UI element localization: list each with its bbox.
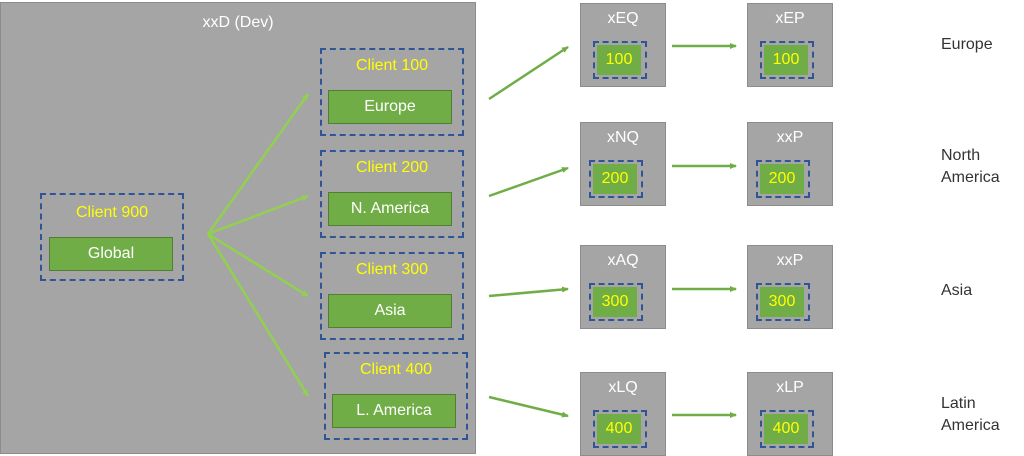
region-label-europe: Europe <box>941 34 993 56</box>
qa-system-title: xNQ <box>607 129 639 146</box>
prod-system-xxp-2: xxP 300 <box>747 245 833 329</box>
qa-client-group: 400 <box>593 410 647 448</box>
prod-system-xxp: xxP 200 <box>747 122 833 206</box>
client-900-label: Client 900 <box>75 204 149 221</box>
prod-client-value: 300 <box>760 287 804 317</box>
qa-client-group: 300 <box>589 283 643 321</box>
prod-system-title: xxP <box>776 252 804 269</box>
client-200-group: Client 200 N. America <box>320 150 464 238</box>
prod-client-group: 400 <box>760 410 814 448</box>
region-line-1: Latin <box>941 395 976 412</box>
qa-system-xeq: xEQ 100 <box>580 3 666 87</box>
client-400-group: Client 400 L. America <box>324 352 468 440</box>
prod-client-group: 100 <box>760 41 814 79</box>
region-line-1: Europe <box>941 36 993 53</box>
arrow-client-200-to-xnq <box>488 166 569 198</box>
qa-client-value: 300 <box>593 287 637 317</box>
global-client-box: Global <box>49 237 173 271</box>
prod-system-title: xEP <box>775 10 805 27</box>
qa-client-group: 100 <box>593 41 647 79</box>
region-label-asia: Asia <box>941 280 972 302</box>
region-line-1: North <box>941 147 981 164</box>
client-400-label: Client 400 <box>359 361 433 378</box>
client-europe-box: Europe <box>328 90 452 124</box>
qa-system-title: xEQ <box>607 10 639 27</box>
qa-system-title: xLQ <box>608 379 638 396</box>
prod-client-group: 200 <box>756 160 810 198</box>
prod-client-group: 300 <box>756 283 810 321</box>
qa-client-value: 200 <box>593 164 637 194</box>
client-200-label: Client 200 <box>355 159 429 176</box>
dev-system-title: xxD (Dev) <box>202 14 274 31</box>
client-l-america-box: L. America <box>332 394 456 428</box>
arrow-client-400-to-xlq <box>488 395 569 418</box>
prod-system-xlp: xLP 400 <box>747 372 833 456</box>
qa-system-xaq: xAQ 300 <box>580 245 666 329</box>
prod-system-title: xLP <box>776 379 804 396</box>
client-300-label: Client 300 <box>355 261 429 278</box>
client-300-group: Client 300 Asia <box>320 252 464 340</box>
client-900-group: Client 900 Global <box>40 193 184 281</box>
arrow-client-100-to-xeq <box>488 45 569 101</box>
prod-client-value: 400 <box>764 414 808 444</box>
client-100-group: Client 100 Europe <box>320 48 464 136</box>
arrow-client-300-to-xaq <box>488 286 569 298</box>
qa-system-xnq: xNQ 200 <box>580 122 666 206</box>
qa-client-group: 200 <box>589 160 643 198</box>
client-100-label: Client 100 <box>355 57 429 74</box>
prod-system-xep: xEP 100 <box>747 3 833 87</box>
region-label-north-america: North America <box>941 145 1000 189</box>
client-asia-box: Asia <box>328 294 452 328</box>
prod-client-value: 100 <box>764 45 808 75</box>
region-line-2: America <box>941 417 1000 434</box>
qa-client-value: 400 <box>597 414 641 444</box>
prod-client-value: 200 <box>760 164 804 194</box>
region-label-latin-america: Latin America <box>941 393 1000 437</box>
prod-system-title: xxP <box>776 129 804 146</box>
client-n-america-box: N. America <box>328 192 452 226</box>
qa-system-xlq: xLQ 400 <box>580 372 666 456</box>
qa-client-value: 100 <box>597 45 641 75</box>
region-line-1: Asia <box>941 282 973 299</box>
qa-system-title: xAQ <box>607 252 639 269</box>
region-line-2: America <box>941 169 1000 186</box>
